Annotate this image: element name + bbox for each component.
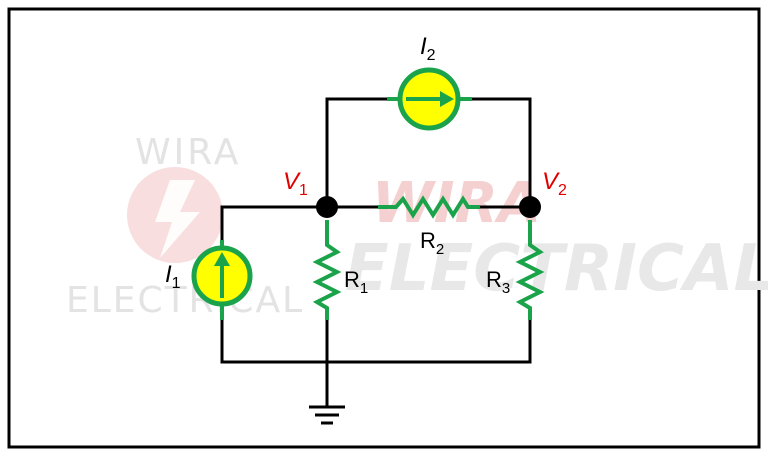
label-v1: V1 (283, 168, 308, 199)
wires (220, 97, 532, 407)
current-source-i1 (191, 245, 253, 307)
node-v1 (316, 196, 338, 218)
arrow-right-icon (440, 91, 454, 107)
arrow-up-icon (214, 252, 230, 266)
watermark-logo: WIRA ELECTRICAL (66, 132, 304, 321)
resistor-r1 (312, 220, 342, 320)
resistor-r2 (378, 195, 480, 219)
resistor-r3 (515, 220, 545, 320)
watermark-logo-top: WIRA (135, 132, 241, 173)
label-v2: V2 (542, 168, 567, 199)
label-r1: R1 (344, 267, 368, 297)
label-i2: I2 (420, 33, 436, 64)
node-v2 (519, 196, 541, 218)
watermark-logo-bolt (155, 180, 200, 258)
ground-symbol (309, 405, 345, 425)
current-source-i2 (397, 67, 461, 131)
watermark-big: WIRA ELECTRICAL (345, 171, 768, 306)
label-r3: R3 (486, 267, 510, 297)
label-r2: R2 (420, 228, 444, 258)
components (220, 97, 545, 320)
label-i1: I1 (165, 261, 181, 292)
diagram-border (7, 7, 761, 449)
watermark-logo-bottom: ELECTRICAL (66, 280, 304, 321)
watermark-big-bottom: ELECTRICAL (345, 232, 768, 306)
